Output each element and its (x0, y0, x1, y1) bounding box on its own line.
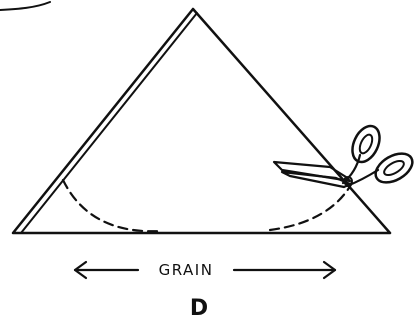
grain-arrowhead-right (322, 260, 337, 280)
scissors-handle-top-inner (358, 133, 374, 155)
grain-arrow: GRAIN (73, 260, 337, 280)
scissors-shank-top (341, 153, 362, 185)
cutting-line-left (61, 178, 164, 233)
grain-label: GRAIN (159, 261, 214, 279)
folded-edge-line (20, 12, 198, 234)
diagram-letter: D (190, 296, 208, 321)
scissors-icon (272, 124, 414, 189)
scissors-pivot (343, 176, 353, 186)
scissors-handle-bottom (374, 152, 414, 184)
fabric-triangle (11, 7, 392, 235)
triangle-outline (11, 7, 392, 235)
corner-sketch-line (0, 1, 51, 11)
scissors-handle-top (351, 124, 381, 164)
scissors-handle-bottom-inner (383, 160, 405, 176)
cutting-line-right (268, 181, 354, 232)
grain-arrowhead-left (73, 260, 88, 280)
